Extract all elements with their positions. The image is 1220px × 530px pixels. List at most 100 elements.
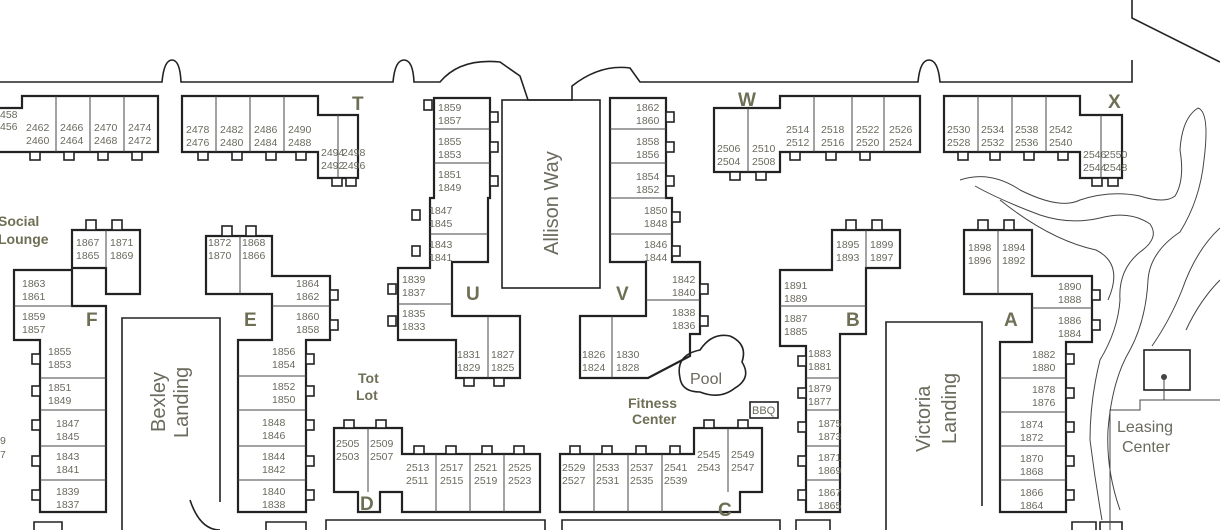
unit-label: 2490	[288, 124, 312, 136]
unit-label: 1854	[636, 171, 660, 183]
unit-label: 1855	[48, 346, 72, 358]
top-boundary	[0, 59, 1133, 101]
unit-label: 1842	[262, 464, 286, 476]
unit-label: 2474	[128, 122, 152, 134]
unit-label: 2522	[856, 124, 880, 136]
partial-unit-left: 9	[0, 435, 6, 447]
unit-label: 2510	[752, 143, 776, 155]
unit-label: 1876	[1032, 397, 1056, 409]
building-letter-f: F	[86, 310, 98, 331]
unit-label: 2504	[717, 156, 741, 168]
unit-label: 1863	[22, 278, 46, 290]
unit-label: 2488	[288, 137, 312, 149]
unit-label: 1884	[1058, 328, 1082, 340]
building-letter-c: C	[718, 500, 732, 521]
unit-label: 1885	[784, 326, 808, 338]
unit-label: 2532	[981, 137, 1005, 149]
unit-label: 1836	[672, 320, 696, 332]
unit-label: 1886	[1058, 315, 1082, 327]
unit-label: 1840	[672, 287, 696, 299]
unit-label: 1864	[296, 278, 320, 290]
leasing-center-label-1: Leasing	[1117, 419, 1173, 436]
unit-label: 1868	[1020, 466, 1044, 478]
unit-label: 2546	[1083, 149, 1107, 161]
unit-label: 2545	[697, 449, 721, 461]
unit-label: 2472	[128, 135, 152, 147]
unit-label: 1824	[582, 362, 606, 374]
unit-label: 2511	[406, 475, 429, 487]
unit-label: 2534	[981, 124, 1005, 136]
unit-label: 2521	[474, 462, 498, 474]
building-e[interactable]	[204, 234, 332, 514]
unit-label: 2530	[947, 124, 971, 136]
unit-label: 2525	[508, 462, 532, 474]
unit-label: 1891	[784, 280, 808, 292]
unit-label: 1854	[272, 359, 296, 371]
bbq-area[interactable]	[749, 401, 779, 419]
building-letter-t: T	[352, 94, 364, 115]
unit-label: 1844	[262, 451, 286, 463]
pool[interactable]	[678, 334, 747, 396]
building-u[interactable]	[396, 96, 522, 380]
unit-label: 1848	[262, 417, 286, 429]
unit-label: 1895	[836, 239, 860, 251]
building-d[interactable]	[332, 426, 542, 514]
unit-label: 1857	[438, 115, 462, 127]
building-v[interactable]	[578, 96, 702, 380]
unit-label: 1887	[784, 313, 808, 325]
building-a[interactable]	[962, 228, 1094, 514]
leasing-center-building[interactable]	[1143, 349, 1191, 391]
unit-label: 1837	[56, 499, 80, 511]
unit-label: 1843	[56, 451, 80, 463]
building-letter-x: X	[1108, 92, 1121, 113]
unit-label: 1890	[1058, 281, 1082, 293]
pool-label: Pool	[690, 371, 722, 388]
creek-outline-2	[1151, 227, 1220, 347]
unit-label: 456	[0, 121, 18, 133]
unit-label: 2515	[440, 475, 464, 487]
unit-label: 2466	[60, 122, 84, 134]
road-label-landing-2: Landing	[939, 373, 961, 444]
unit-label: 1896	[968, 255, 992, 267]
unit-label: 1860	[636, 115, 660, 127]
unit-label: 1853	[438, 149, 462, 161]
fitness-label-2: Center	[632, 411, 677, 427]
unit-label: 2542	[1049, 124, 1073, 136]
unit-label: 2540	[1049, 137, 1073, 149]
unit-label: 1848	[644, 218, 668, 230]
bottom-boundary	[33, 519, 1123, 530]
unit-label: 2498	[342, 147, 366, 159]
unit-label: 1872	[1020, 432, 1044, 444]
bbq-label: BBQ	[752, 405, 776, 417]
building-b[interactable]	[778, 228, 902, 514]
unit-label: 2482	[220, 124, 244, 136]
building-t[interactable]	[0, 94, 360, 180]
building-letter-b: B	[846, 310, 860, 331]
building-c[interactable]	[558, 426, 764, 514]
unit-label: 1864	[1020, 500, 1044, 512]
unit-label: 2470	[94, 122, 118, 134]
unit-label: 1873	[818, 431, 842, 443]
unit-label: 2537	[630, 462, 654, 474]
unit-label: 1829	[457, 362, 481, 374]
unit-label: 2516	[821, 137, 845, 149]
building-f[interactable]	[12, 228, 142, 514]
unit-label: 1856	[272, 346, 296, 358]
unit-label: 1826	[582, 349, 606, 361]
unit-label: 1868	[242, 237, 266, 249]
unit-label: 1845	[56, 431, 80, 443]
fitness-label-1: Fitness	[628, 395, 677, 411]
unit-label: 1847	[56, 418, 80, 430]
unit-label: 1861	[22, 291, 46, 303]
unit-label: 1860	[296, 311, 320, 323]
unit-label: 1855	[438, 136, 462, 148]
unit-label: 1852	[272, 381, 296, 393]
creek-outline	[959, 107, 1207, 521]
unit-label: 2535	[630, 475, 654, 487]
unit-label: 1841	[429, 252, 453, 264]
unit-label: 1835	[402, 308, 426, 320]
unit-label: 2547	[731, 462, 755, 474]
unit-nubs	[29, 99, 1119, 501]
unit-label: 2503	[336, 451, 360, 463]
unit-label: 1839	[56, 486, 80, 498]
